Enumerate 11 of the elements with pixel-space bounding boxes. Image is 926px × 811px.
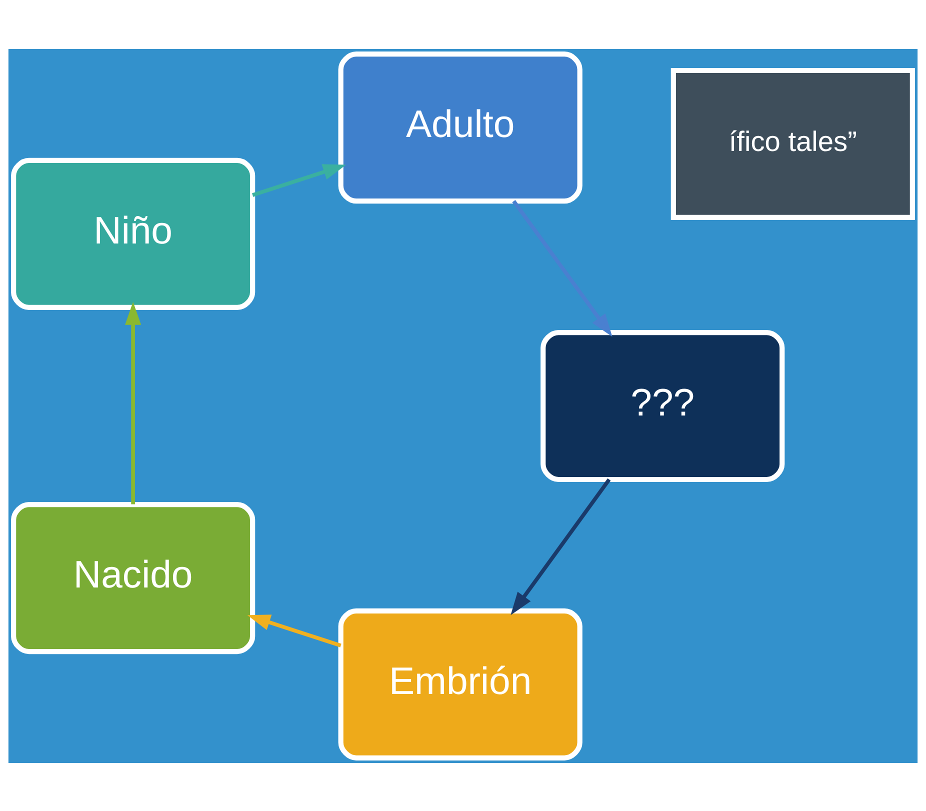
node-box: Nacido: [11, 502, 256, 654]
node-box: Embrión: [338, 608, 582, 760]
node-box: Niño: [11, 157, 256, 310]
node-box: Adulto: [338, 51, 582, 204]
arrow: [125, 301, 142, 504]
arrow: [512, 199, 612, 336]
node-box: ífico tales”: [670, 67, 915, 220]
node-box: ???: [540, 329, 785, 482]
arrow: [510, 478, 611, 615]
arrow: [252, 164, 346, 196]
arrow: [247, 614, 342, 647]
